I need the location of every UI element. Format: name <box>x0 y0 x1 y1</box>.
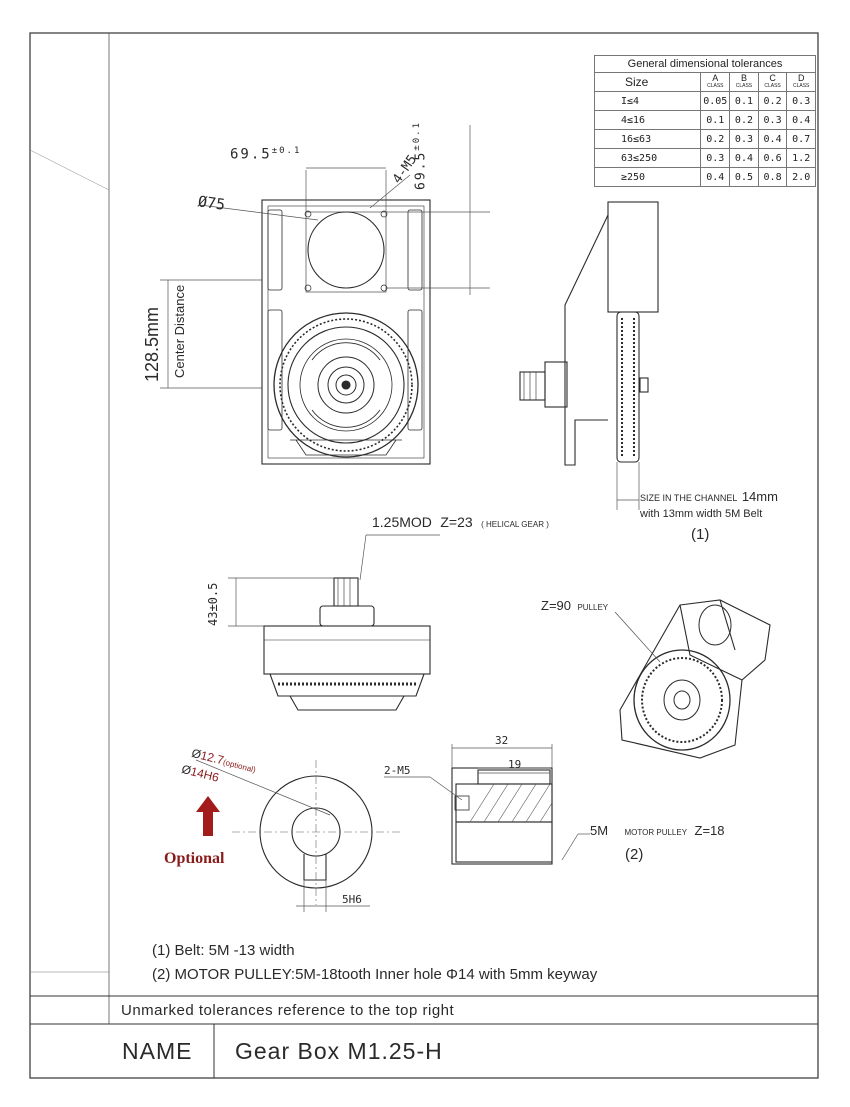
side-view <box>519 201 659 466</box>
section-hatch <box>469 783 553 823</box>
dim-vertical-label: 69.5±0.1 <box>412 121 429 190</box>
ref-2: (2) <box>625 846 644 863</box>
side-view-dimensions <box>616 462 640 510</box>
pulley-end-dimensions <box>195 759 370 912</box>
note-motor-pulley: (2) MOTOR PULLEY:5M-18tooth Inner hole Φ… <box>152 966 598 983</box>
optional-label: Optional <box>164 850 225 867</box>
helical-gear-callout: 1.25MOD Z=23 ( HELICAL GEAR ) <box>372 514 549 530</box>
big-pulley <box>273 312 419 458</box>
top-view-dimensions <box>160 125 490 389</box>
tolerance-footer-note: Unmarked tolerances reference to the top… <box>121 1002 455 1019</box>
housing-outline <box>261 199 431 465</box>
screw-callout: 2-M5 <box>384 764 411 777</box>
left-diag-line <box>29 149 110 191</box>
diameter-callout: Ø75 <box>196 192 227 214</box>
gear-side-view <box>263 577 431 711</box>
gear-dimensions <box>228 534 440 627</box>
outer-border <box>29 32 819 1079</box>
top-view <box>261 199 431 465</box>
pulley-end-view <box>232 760 400 905</box>
optional-arrow-icon <box>196 796 220 836</box>
size-header: Size <box>593 72 702 92</box>
ref-1: (1) <box>691 526 710 543</box>
keyway-label: 5H6 <box>342 893 362 906</box>
part-name: Gear Box M1.25-H <box>235 1038 443 1064</box>
tolerance-table-title: General dimensional tolerances <box>594 55 816 73</box>
dim-horizontal-label: 69.5±0.1 <box>230 146 302 163</box>
channel-size-label: SIZE IN THE CHANNEL 14mm <box>640 489 778 504</box>
width-dim-label: 19 <box>508 758 522 771</box>
pulley-callout: Z=90 PULLEY <box>541 598 609 613</box>
note-belt: (1) Belt: 5M -13 width <box>152 942 295 959</box>
length-dim-label: 32 <box>495 734 509 747</box>
pulley-section-dimensions <box>384 744 590 861</box>
motor-pulley-callout: 5M MOTOR PULLEY Z=18 <box>590 823 725 838</box>
belt-note: with 13mm width 5M Belt <box>640 508 763 520</box>
height-dim-label: 43±0.5 <box>206 582 220 626</box>
center-distance-value: 128.5mm <box>142 306 162 382</box>
iso-view <box>619 599 771 759</box>
motor-bore <box>307 211 385 289</box>
center-distance-label: Center Distance <box>172 284 187 378</box>
iso-leader <box>614 611 661 663</box>
name-label: NAME <box>122 1038 193 1064</box>
